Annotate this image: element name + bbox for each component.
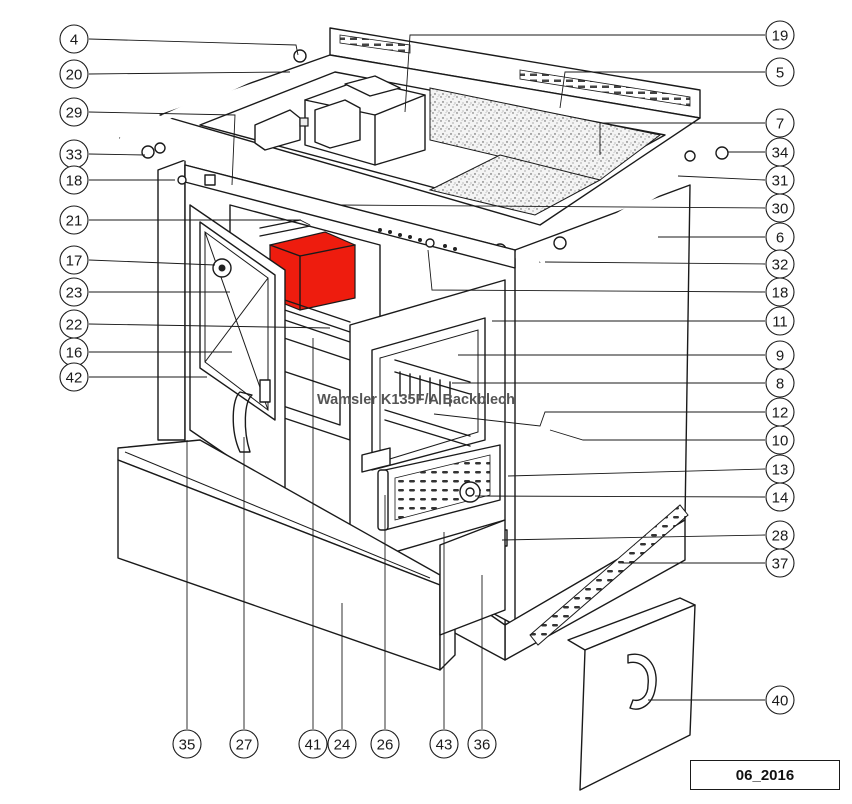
callout-number: 22 xyxy=(66,317,83,334)
callout-27: 27 xyxy=(229,729,259,759)
callout-37: 37 xyxy=(765,548,795,578)
callout-30: 30 xyxy=(765,193,795,223)
callout-number: 16 xyxy=(66,345,83,362)
callout-26: 26 xyxy=(370,729,400,759)
callout-number: 20 xyxy=(66,67,83,84)
callout-number: 13 xyxy=(772,462,789,479)
callout-number: 31 xyxy=(772,173,789,190)
left-side-panel xyxy=(157,159,186,441)
callout-number: 40 xyxy=(772,693,789,710)
callout-40: 40 xyxy=(765,685,795,715)
callout-number: 12 xyxy=(772,405,789,422)
callout-11: 11 xyxy=(765,306,795,336)
detached-side-panel xyxy=(567,597,696,791)
callout-number: 41 xyxy=(305,737,322,754)
oven-door xyxy=(349,279,506,566)
callout-36: 36 xyxy=(467,729,497,759)
callout-number: 18 xyxy=(772,285,789,302)
callout-number: 24 xyxy=(334,737,351,754)
side-door xyxy=(439,519,506,636)
callout-number: 28 xyxy=(772,528,789,545)
callout-number: 18 xyxy=(66,173,83,190)
callout-number: 35 xyxy=(179,737,196,754)
leader-lines xyxy=(88,34,766,729)
hot-plate-front xyxy=(428,154,602,216)
callout-number: 37 xyxy=(772,556,789,573)
callout-number: 29 xyxy=(66,105,83,122)
callout-number: 11 xyxy=(772,314,788,331)
callout-number: 32 xyxy=(772,257,789,274)
callout-number: 4 xyxy=(70,32,78,49)
callout-20: 20 xyxy=(59,59,89,89)
callout-number: 19 xyxy=(772,28,789,45)
callout-33: 33 xyxy=(59,139,89,169)
callout-18: 18 xyxy=(765,277,795,307)
callout-number: 36 xyxy=(474,737,491,754)
callout-21: 21 xyxy=(59,205,89,235)
callout-35: 35 xyxy=(172,729,202,759)
fascia-holes xyxy=(177,174,457,251)
callout-number: 23 xyxy=(66,285,83,302)
callout-29: 29 xyxy=(59,97,89,127)
fire-door xyxy=(189,204,286,496)
callout-14: 14 xyxy=(765,482,795,512)
callout-18: 18 xyxy=(59,165,89,195)
callout-number: 30 xyxy=(772,201,789,218)
callout-number: 5 xyxy=(776,65,784,82)
callout-19: 19 xyxy=(765,20,795,50)
callout-13: 13 xyxy=(765,454,795,484)
callout-4: 4 xyxy=(59,24,89,54)
callout-number: 42 xyxy=(66,370,83,387)
callout-number: 7 xyxy=(776,116,784,133)
callout-42: 42 xyxy=(59,362,89,392)
callout-number: 43 xyxy=(436,737,453,754)
callout-bubbles: 4 20 29 33 18 21 17 23 22 16 42 19 5 7 34 31 30 6 32 18 11 9 8… xyxy=(59,20,795,759)
callout-23: 23 xyxy=(59,277,89,307)
callout-number: 27 xyxy=(236,737,253,754)
callout-32: 32 xyxy=(765,249,795,279)
revision-date-label: 06_2016 xyxy=(690,760,840,790)
callout-43: 43 xyxy=(429,729,459,759)
callout-34: 34 xyxy=(765,137,795,167)
callout-24: 24 xyxy=(327,729,357,759)
callout-number: 6 xyxy=(776,230,784,247)
callout-number: 9 xyxy=(776,348,784,365)
callout-41: 41 xyxy=(298,729,328,759)
callout-9: 9 xyxy=(765,340,795,370)
callout-8: 8 xyxy=(765,368,795,398)
callout-6: 6 xyxy=(765,222,795,252)
callout-number: 14 xyxy=(772,490,789,507)
callout-31: 31 xyxy=(765,165,795,195)
callout-16: 16 xyxy=(59,337,89,367)
callout-7: 7 xyxy=(765,108,795,138)
callout-number: 8 xyxy=(776,376,784,393)
callout-22: 22 xyxy=(59,309,89,339)
callout-17: 17 xyxy=(59,245,89,275)
fire-door-handle xyxy=(232,391,253,453)
callout-number: 17 xyxy=(66,253,83,270)
callout-10: 10 xyxy=(765,425,795,455)
callout-number: 26 xyxy=(377,737,394,754)
watermark-text: Wamsler K135F/A Backblech xyxy=(317,392,515,408)
callout-number: 33 xyxy=(66,147,83,164)
callout-number: 21 xyxy=(66,213,83,230)
callout-number: 34 xyxy=(772,145,789,162)
callout-28: 28 xyxy=(765,520,795,550)
callout-number: 10 xyxy=(772,433,789,450)
oven-door-handle xyxy=(377,469,389,531)
callout-12: 12 xyxy=(765,397,795,427)
slot-strip xyxy=(529,504,689,646)
callout-5: 5 xyxy=(765,57,795,87)
